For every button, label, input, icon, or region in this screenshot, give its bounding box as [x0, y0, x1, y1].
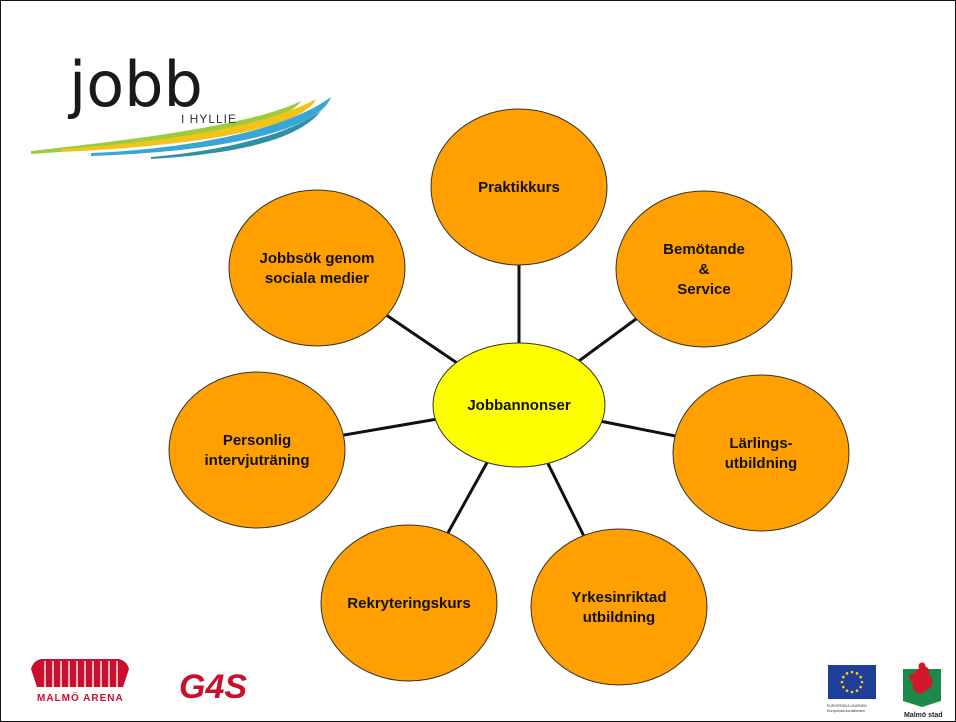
node-jobbsok-sociala-medier-label-1: Jobbsök genom	[259, 250, 374, 267]
node-larlingsutbildning-label-1: Lärlings-	[729, 435, 792, 452]
eu-star	[850, 670, 854, 674]
malmo-arena-text: MALMÖ ARENA	[37, 691, 124, 704]
eu-star	[855, 672, 859, 675]
node-bemotande-service-shape	[615, 190, 793, 348]
malmo-arena-logo: MALMÖ ARENA	[31, 659, 129, 704]
node-jobbannonser: Jobbannonser	[432, 342, 606, 468]
node-yrkesinriktad-utbildning-shape	[530, 528, 708, 686]
node-jobbsok-sociala-medier-label-2: sociala medier	[265, 270, 369, 287]
eu-star	[840, 680, 844, 684]
logo-swoosh-blue	[91, 97, 331, 156]
logo-swoosh-green	[31, 101, 301, 154]
node-personlig-intervjutraning-label-2: intervjuträning	[204, 452, 309, 469]
node-larlingsutbildning: Lärlings-utbildning	[672, 374, 850, 532]
logo-subtitle: I HYLLIE	[181, 112, 237, 126]
node-rekryteringskurs-shape	[320, 524, 498, 682]
node-bemotande-service-label-3: Service	[677, 281, 730, 298]
node-personlig-intervjutraning-shape	[168, 371, 346, 529]
node-praktikkurs-shape	[430, 108, 608, 266]
eu-caption-line2: Europeiska socialfonden	[827, 709, 865, 713]
node-jobbsok-sociala-medier: Jobbsök genom sociala medier	[228, 189, 406, 347]
eu-stars	[840, 670, 864, 694]
eu-star	[842, 675, 845, 679]
node-bemotande-service-label-1: Bemötande	[663, 241, 745, 258]
eu-star	[859, 685, 862, 689]
eu-caption-line1: EUROPEISKA UNIONEN	[827, 704, 867, 708]
eu-star	[859, 675, 862, 679]
eu-star	[850, 690, 854, 694]
logo-swoosh-yellow	[61, 99, 316, 152]
malmo-stad-logo: Malmö stad	[903, 662, 943, 719]
node-larlingsutbildning-label-2: utbildning	[725, 455, 797, 472]
g4s-logo: G4S	[179, 668, 247, 706]
eu-star	[845, 672, 849, 675]
node-personlig-intervjutraning-label-1: Personlig	[223, 432, 291, 449]
center-node-label-1: Jobbannonser	[467, 397, 571, 414]
node-praktikkurs-label-1: Praktikkurs	[478, 179, 560, 196]
logo-wordmark: jobb	[67, 48, 203, 121]
eu-flag	[828, 665, 876, 699]
node-bemotande-service-label-2: &	[699, 261, 710, 278]
eu-star	[845, 689, 849, 692]
node-larlingsutbildning-shape	[672, 374, 850, 532]
node-jobbsok-sociala-medier-shape	[228, 189, 406, 347]
malmo-stad-text: Malmö stad	[904, 712, 943, 719]
node-praktikkurs: Praktikkurs	[430, 108, 608, 266]
jobb-i-hyllie-logo: jobb I HYLLIE	[31, 48, 331, 159]
node-personlig-intervjutraning: Personlig intervjuträning	[168, 371, 346, 529]
node-yrkesinriktad-utbildning-label-2: utbildning	[583, 609, 655, 626]
node-yrkesinriktad-utbildning: Yrkesinriktad utbildning	[530, 528, 708, 686]
node-yrkesinriktad-utbildning-label-1: Yrkesinriktad	[571, 589, 666, 606]
node-rekryteringskurs: Rekryteringskurs	[320, 524, 498, 682]
g4s-text: G4S	[179, 668, 247, 706]
eu-logo: EUROPEISKA UNIONEN Europeiska socialfond…	[827, 665, 876, 713]
arena-roof-shape	[31, 659, 129, 687]
node-rekryteringskurs-label-1: Rekryteringskurs	[347, 595, 470, 612]
node-bemotande-service: Bemötande & Service	[615, 190, 793, 348]
eu-star	[842, 685, 845, 689]
eu-star	[860, 680, 864, 684]
center-node-shape	[432, 342, 606, 468]
eu-star	[855, 689, 859, 692]
